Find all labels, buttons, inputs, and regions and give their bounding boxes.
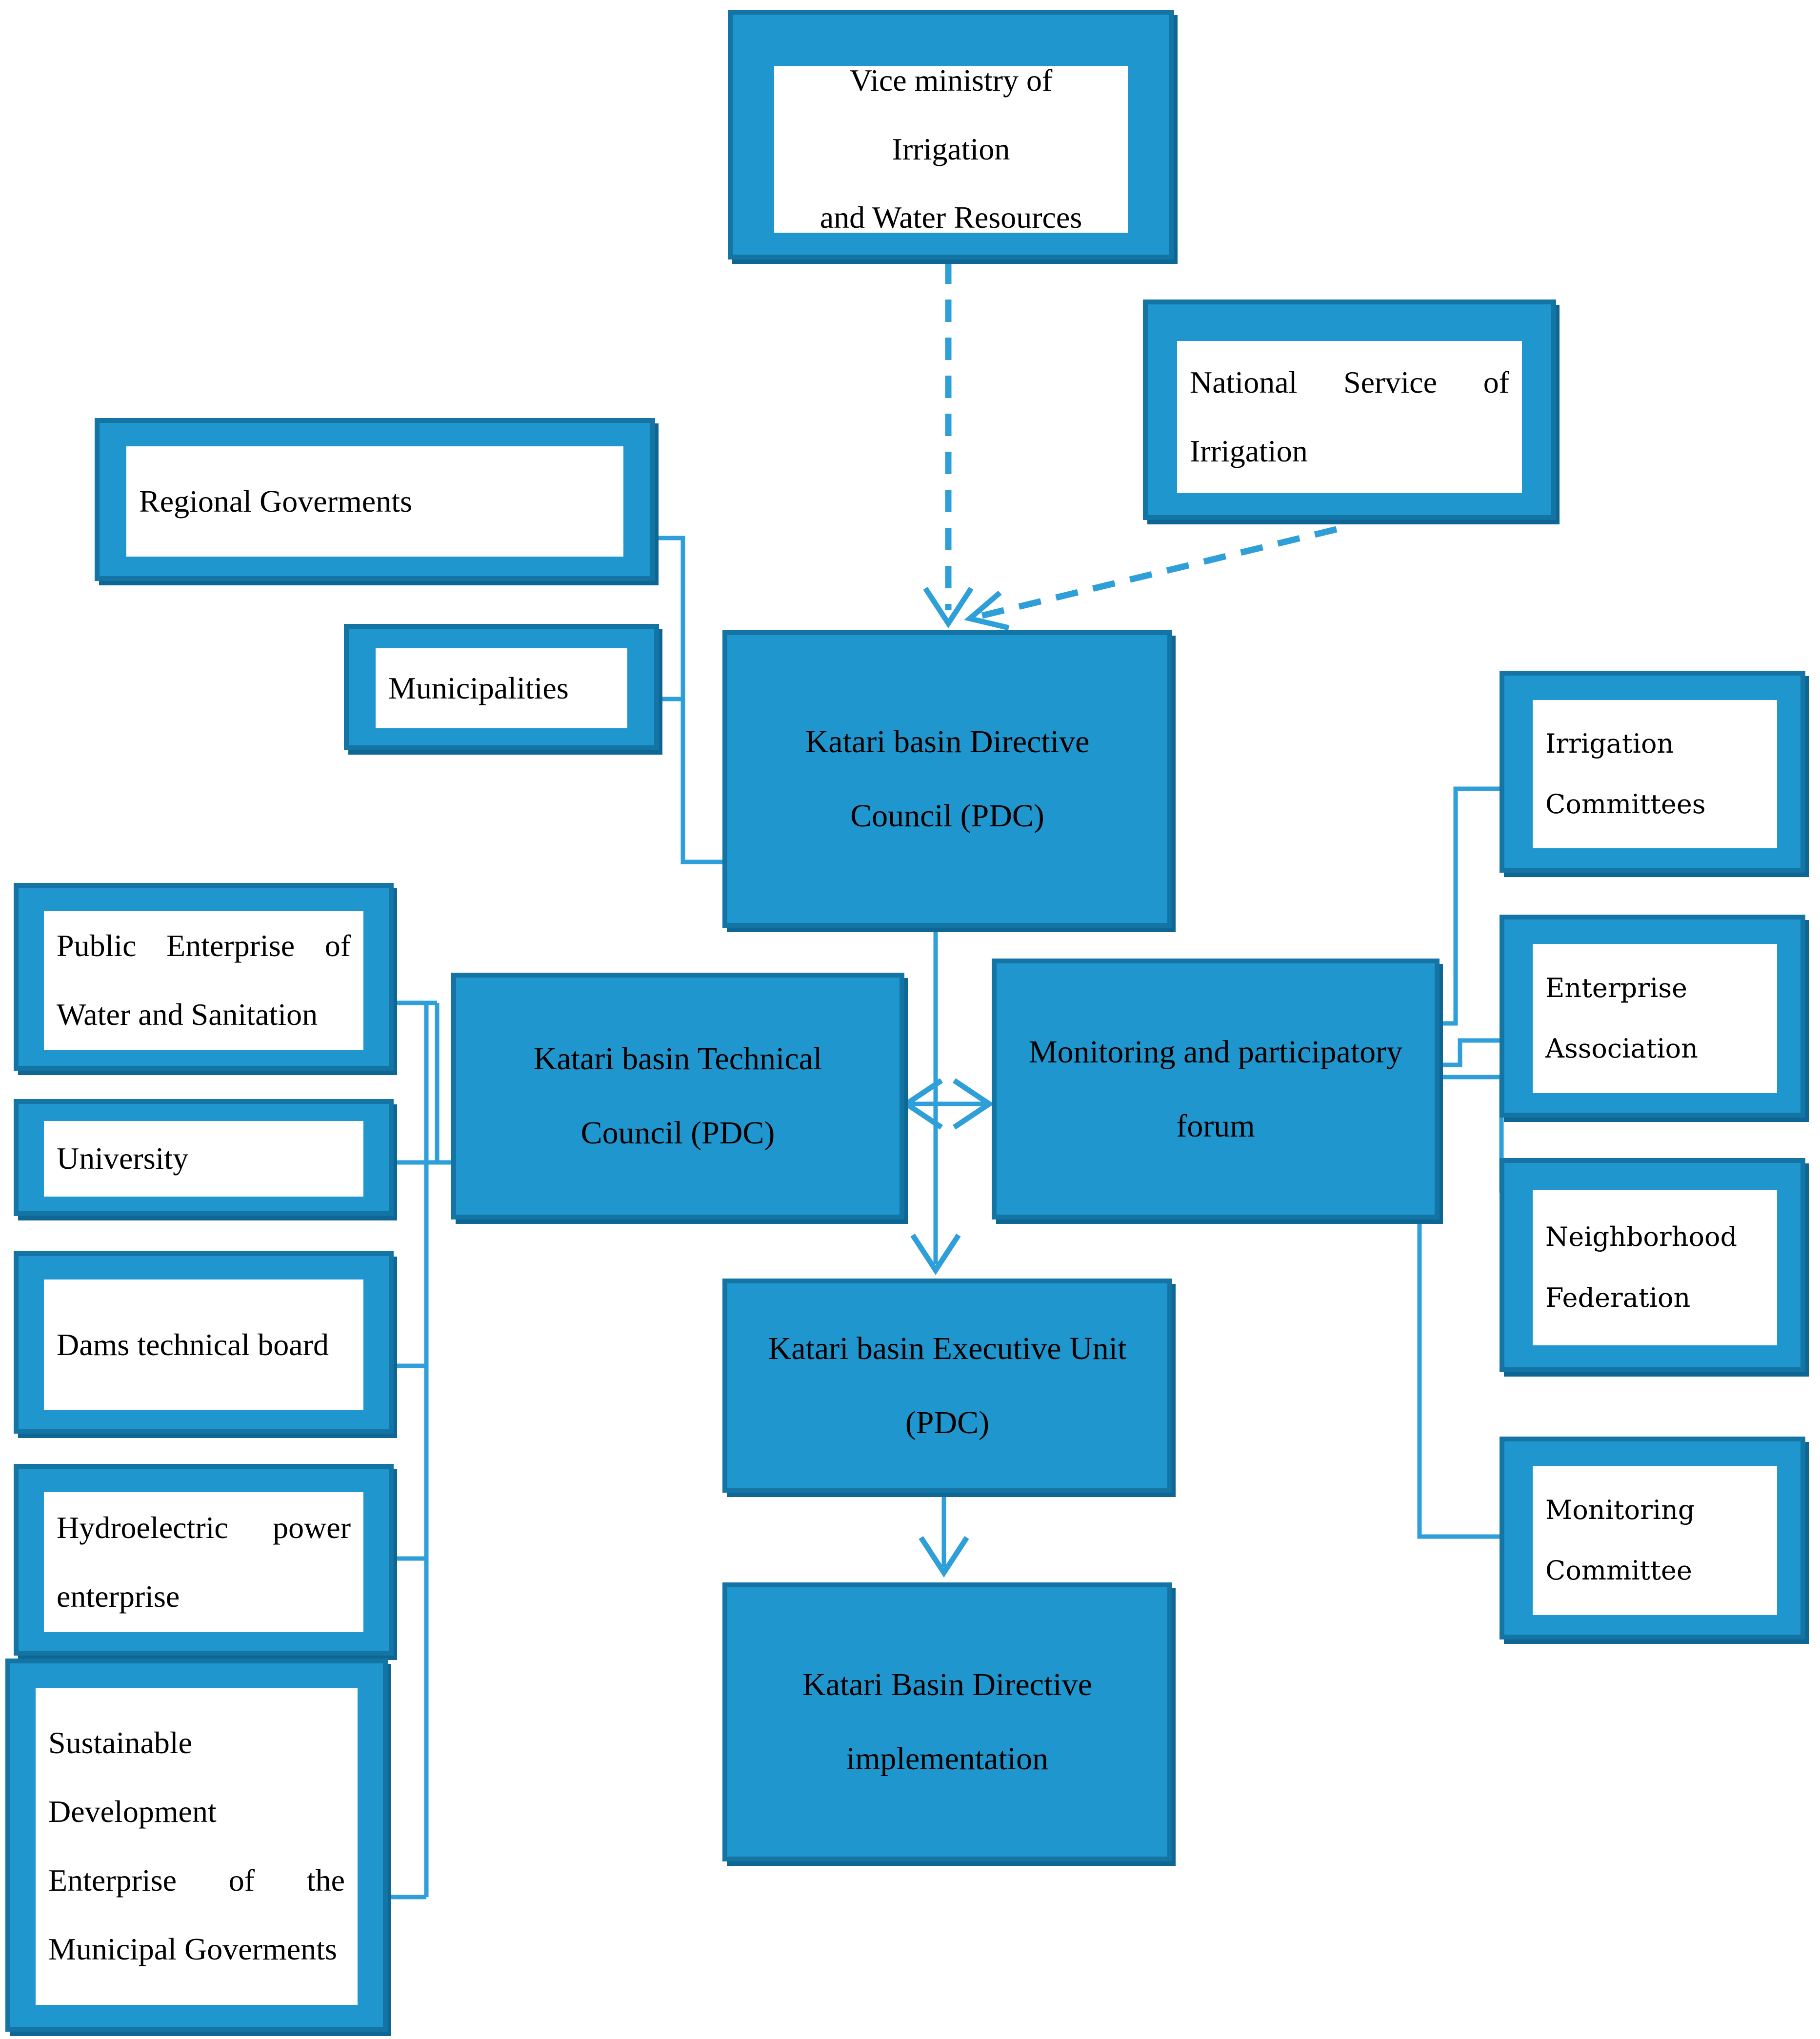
node-hydroelectric: Hydroelectric power enterprise (14, 1464, 394, 1656)
node-hydroelectric-label: Hydroelectric power enterprise (57, 1510, 351, 1614)
node-monitoring-committee: Monitoring Committee (1500, 1437, 1805, 1639)
node-municipalities: Municipalities (344, 624, 659, 750)
node-monitoring-committee-panel: Monitoring Committee (1533, 1466, 1777, 1615)
node-public-enterprise: Public Enterprise of Water and Sanitatio… (14, 883, 394, 1071)
node-sustainable-panel: Sustainable Development Enterprise of th… (36, 1688, 358, 2005)
connector-national-to-directive (964, 526, 1338, 631)
node-implementation-label: Katari Basin Directive implementation (802, 1667, 1092, 1777)
node-public-enterprise-panel: Public Enterprise of Water and Sanitatio… (44, 911, 363, 1050)
connector-regional-municipal-trunk (652, 536, 722, 864)
node-regional-governments: Regional Goverments (95, 418, 655, 581)
node-forum-label: Monitoring and participatory forum (1028, 1034, 1403, 1144)
node-technical-council: Katari basin Technical Council (PDC) (451, 973, 904, 1219)
node-neighborhood-federation-label: Neighborhood Federation (1545, 1221, 1738, 1313)
node-dams-board-label: Dams technical board (57, 1327, 329, 1362)
connector-left-trunk (383, 1000, 459, 1899)
node-dams-board-panel: Dams technical board (44, 1279, 363, 1410)
node-neighborhood-federation-panel: Neighborhood Federation (1533, 1190, 1777, 1345)
node-enterprise-association-label: Enterprise Association (1545, 972, 1698, 1064)
connector-forum-to-irrigation (1437, 786, 1500, 1026)
connector-technical-forum-double-arrow (901, 1078, 994, 1130)
node-executive-unit: Katari basin Executive Unit (PDC) (722, 1279, 1172, 1493)
node-regional-governments-label: Regional Goverments (139, 483, 412, 519)
node-forum: Monitoring and participatory forum (992, 959, 1440, 1219)
node-hydroelectric-panel: Hydroelectric power enterprise (44, 1492, 363, 1632)
node-implementation: Katari Basin Directive implementation (722, 1582, 1172, 1861)
node-technical-council-label: Katari basin Technical Council (PDC) (533, 1041, 822, 1151)
node-enterprise-association-panel: Enterprise Association (1533, 944, 1777, 1093)
node-dams-board: Dams technical board (14, 1251, 394, 1434)
node-irrigation-committees: Irrigation Committees (1500, 671, 1805, 873)
node-national-service: National Service of Irrigation (1143, 300, 1556, 520)
node-directive-council: Katari basin Directive Council (PDC) (722, 630, 1172, 928)
node-sustainable-label: Sustainable Development Enterprise of th… (48, 1725, 345, 1966)
node-irrigation-committees-panel: Irrigation Committees (1533, 700, 1777, 848)
node-vice-ministry-panel: Vice ministry of Irrigation and Water Re… (774, 63, 1128, 235)
node-sustainable: Sustainable Development Enterprise of th… (5, 1659, 388, 2032)
node-university-label: University (57, 1141, 189, 1176)
connector-directive-to-executive (910, 926, 961, 1276)
node-directive-council-label: Katari basin Directive Council (PDC) (805, 724, 1090, 834)
node-university: University (14, 1099, 394, 1216)
node-regional-governments-panel: Regional Goverments (126, 446, 623, 557)
node-executive-unit-label: Katari basin Executive Unit (PDC) (768, 1330, 1127, 1440)
node-irrigation-committees-label: Irrigation Committees (1545, 728, 1706, 820)
node-public-enterprise-label: Public Enterprise of Water and Sanitatio… (57, 928, 351, 1032)
node-enterprise-association: Enterprise Association (1500, 915, 1805, 1118)
node-national-service-panel: National Service of Irrigation (1177, 341, 1522, 493)
connector-forum-to-monitoring (1417, 1217, 1500, 1539)
connector-forum-to-enterprise (1437, 1038, 1500, 1067)
node-municipalities-panel: Municipalities (376, 648, 627, 728)
node-municipalities-label: Municipalities (388, 670, 569, 705)
node-vice-ministry: Vice ministry of Irrigation and Water Re… (728, 10, 1174, 260)
node-university-panel: University (44, 1121, 363, 1197)
connector-forum-to-neighborhood (1437, 1075, 1504, 1193)
connector-vice-to-directive (923, 261, 974, 629)
node-vice-ministry-label: Vice ministry of Irrigation and Water Re… (820, 62, 1082, 235)
connector-executive-to-implementation (919, 1491, 969, 1578)
node-national-service-label: National Service of Irrigation (1190, 365, 1509, 468)
node-monitoring-committee-label: Monitoring Committee (1545, 1494, 1695, 1586)
node-neighborhood-federation: Neighborhood Federation (1500, 1158, 1805, 1372)
